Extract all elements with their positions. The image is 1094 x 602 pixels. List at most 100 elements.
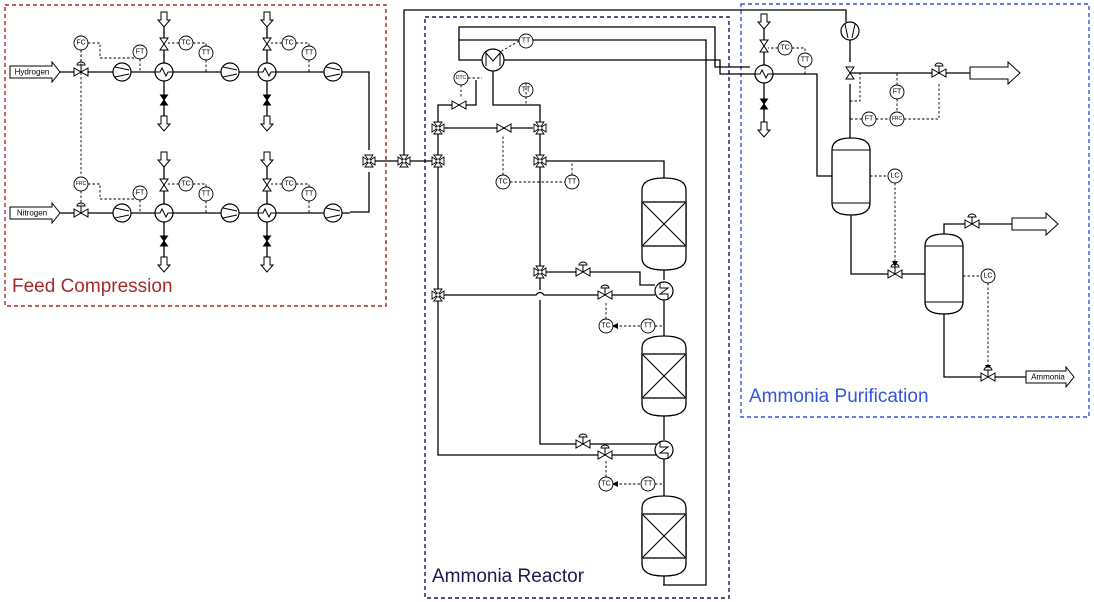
nitrogen-cooler-1[interactable] — [154, 203, 174, 223]
cooler2-bypass-valve[interactable] — [575, 433, 591, 449]
hydrogen-line — [60, 71, 370, 150]
separator1-level-valve[interactable] — [887, 263, 903, 279]
nitrogen-tc-1: TC — [178, 176, 194, 192]
bed1-tc: TC — [495, 174, 511, 190]
svg-text:TT: TT — [305, 191, 314, 198]
svg-text:FRC: FRC — [76, 181, 87, 187]
bed2-tc: TC — [598, 318, 614, 334]
reactor-bed-3[interactable] — [641, 495, 687, 577]
svg-text:TC: TC — [181, 40, 190, 47]
flash-gas-valve[interactable] — [964, 213, 980, 229]
interbed-cooler-1[interactable] — [654, 281, 674, 301]
bed3-tc: TC — [598, 476, 614, 492]
svg-text:FT: FT — [136, 49, 145, 56]
bed1-feed-valve[interactable] — [533, 154, 547, 168]
nitrogen-label: Nitrogen — [17, 209, 47, 218]
feed-mix-valve[interactable] — [362, 154, 376, 168]
nitrogen-tc-2: TC — [281, 176, 297, 192]
nitrogen-inlet-arrow: Nitrogen — [9, 201, 61, 225]
feed-effluent-exchanger[interactable] — [481, 48, 505, 72]
ammonia-product-valve[interactable] — [980, 366, 996, 382]
svg-text:TT: TT — [522, 38, 531, 45]
interbed-cooler-2[interactable] — [654, 440, 674, 460]
cooler2-control-valve[interactable] — [597, 444, 613, 460]
svg-text:TC: TC — [498, 179, 507, 186]
feed-compression-label: Feed Compression — [12, 276, 173, 297]
svg-text:TC: TC — [181, 181, 190, 188]
nitrogen-cooler-1-utility — [157, 151, 171, 273]
svg-text:TT: TT — [202, 191, 211, 198]
ammonia-purification-label: Ammonia Purification — [749, 386, 929, 407]
cooler1-control-valve[interactable] — [597, 284, 613, 300]
separator1-lc: LC — [887, 168, 903, 184]
ammonia-label: Ammonia — [1031, 373, 1065, 382]
svg-text:FT: FT — [865, 116, 874, 123]
reactor-feed-valve[interactable] — [451, 100, 467, 110]
bed2-tt: TT — [640, 318, 656, 334]
product-cooler-utility — [757, 13, 771, 138]
recycle-compressor[interactable] — [840, 21, 860, 41]
purification-tt: TT — [797, 52, 813, 68]
hydrogen-label: Hydrogen — [15, 68, 50, 77]
separator2-lc: LC — [980, 268, 996, 284]
bed1-inlet-valve[interactable] — [533, 121, 547, 135]
quench-valve-2[interactable] — [431, 288, 445, 302]
svg-text:TC: TC — [601, 323, 610, 330]
nitrogen-control-valve[interactable] — [73, 202, 89, 218]
cooler1-bypass-valve[interactable] — [575, 261, 591, 277]
product-cooler[interactable] — [754, 64, 774, 84]
feed-compression-area — [4, 4, 387, 307]
hydrogen-cooler-2[interactable] — [257, 62, 277, 82]
hydrogen-fc: FC — [73, 35, 89, 51]
hydrogen-tt-2: TT — [301, 45, 317, 61]
dtc-controller: DTC — [453, 70, 469, 86]
svg-text:TT: TT — [801, 57, 810, 64]
hydrogen-cooler-1[interactable] — [154, 62, 174, 82]
ammonia-separator-1[interactable] — [831, 137, 871, 216]
nitrogen-compressor-2[interactable] — [220, 203, 240, 223]
hydrogen-compressor-2[interactable] — [220, 62, 240, 82]
nitrogen-cooler-2[interactable] — [257, 203, 277, 223]
nitrogen-compressor-1[interactable] — [112, 203, 132, 223]
svg-text:TT: TT — [644, 481, 653, 488]
ammonia-reactor-label: Ammonia Reactor — [432, 566, 585, 587]
nitrogen-ft: FT — [132, 185, 148, 201]
bed1-tt: TT — [564, 174, 580, 190]
bypass-valve-1[interactable] — [431, 121, 445, 135]
hydrogen-compressor-3[interactable] — [323, 62, 343, 82]
purge-ft: FT — [889, 84, 905, 100]
flash-gas-outlet-arrow — [1011, 211, 1059, 237]
purge-valve[interactable] — [931, 62, 947, 78]
exchanger-tt-outlet: TT — [518, 33, 534, 49]
hydrogen-tt-1: TT — [198, 45, 214, 61]
svg-text:FT: FT — [136, 190, 145, 197]
svg-text:TC: TC — [284, 40, 293, 47]
svg-text:DTC: DTC — [456, 75, 467, 81]
nitrogen-cooler-2-utility — [260, 151, 274, 273]
nitrogen-tt-1: TT — [198, 186, 214, 202]
reactor-bed-1[interactable] — [641, 177, 687, 271]
bed2-bypass-valve[interactable] — [533, 265, 547, 279]
feed-valve-2[interactable] — [397, 154, 411, 168]
hydrogen-ft: FT — [132, 44, 148, 60]
svg-text:TC: TC — [780, 45, 789, 52]
svg-text:FRC: FRC — [892, 116, 903, 122]
ammonia-separator-2[interactable] — [924, 233, 964, 315]
quench-valve-1[interactable] — [496, 123, 512, 133]
recycle-ft: FT — [861, 111, 877, 127]
nitrogen-compressor-3[interactable] — [323, 203, 343, 223]
reactor-inlet-valve[interactable] — [431, 154, 445, 168]
svg-text:TT: TT — [644, 323, 653, 330]
hydrogen-cooler-2-utility — [260, 11, 274, 132]
nitrogen-tt-2: TT — [301, 186, 317, 202]
svg-text:TT: TT — [305, 50, 314, 57]
ammonia-purification-area — [740, 3, 1090, 418]
ammonia-outlet-arrow: Ammonia — [1025, 365, 1075, 389]
hydrogen-compressor-1[interactable] — [112, 62, 132, 82]
reactor-bed-2[interactable] — [641, 335, 687, 417]
svg-text:FC: FC — [76, 40, 85, 47]
purge-frc: FRC — [889, 111, 905, 127]
svg-text:TC: TC — [284, 181, 293, 188]
svg-text:TT: TT — [568, 179, 577, 186]
